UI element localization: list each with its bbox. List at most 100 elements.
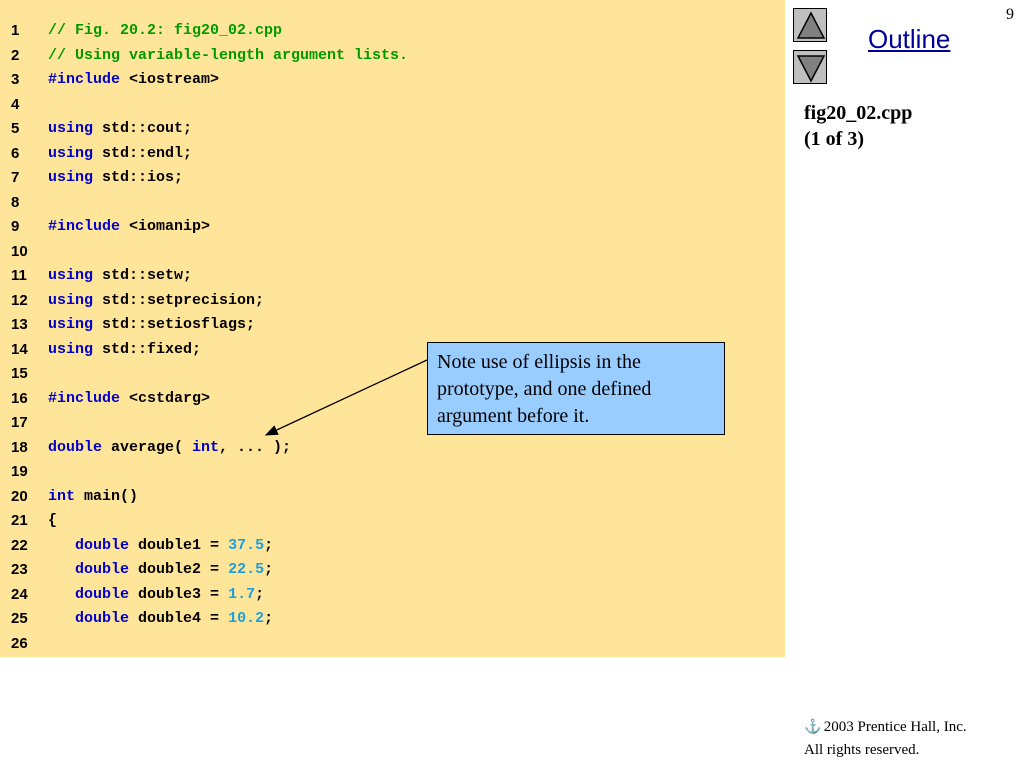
code-token-num: 1.7 bbox=[228, 585, 256, 603]
footer: ⚓ 2003 Prentice Hall, Inc. All rights re… bbox=[804, 716, 967, 761]
code-token-kw: using bbox=[48, 144, 94, 162]
code-token-plain: average( bbox=[102, 438, 193, 456]
copyright-icon: ⚓ bbox=[804, 720, 822, 735]
code-text: double double3 = 1.7; bbox=[48, 583, 264, 607]
code-token-plain: <cstdarg> bbox=[120, 389, 211, 407]
code-token-plain bbox=[48, 586, 75, 603]
line-number: 13 bbox=[11, 316, 28, 333]
code-text: { bbox=[48, 509, 57, 533]
code-token-plain: double3 = bbox=[129, 585, 229, 603]
line-number: 18 bbox=[11, 438, 28, 456]
code-line: 9 #include <iomanip> bbox=[0, 215, 785, 239]
line-number: 10 bbox=[11, 242, 28, 260]
code-token-plain: double2 = bbox=[129, 561, 229, 578]
code-token-plain: double4 = bbox=[129, 610, 229, 627]
code-line: 21 { bbox=[0, 509, 785, 533]
outline-link[interactable]: Outline bbox=[868, 24, 951, 54]
code-token-kw: using bbox=[48, 267, 94, 284]
line-number: 15 bbox=[11, 365, 28, 382]
code-token-kw: double bbox=[75, 561, 130, 578]
code-token-kw: double bbox=[75, 536, 130, 554]
code-token-plain: std::setprecision; bbox=[93, 291, 265, 309]
code-token-plain bbox=[48, 537, 75, 554]
code-text: #include <iomanip> bbox=[48, 215, 210, 239]
code-token-plain: std::fixed; bbox=[93, 340, 202, 358]
code-text: using std::endl; bbox=[48, 142, 192, 166]
line-number: 7 bbox=[11, 169, 20, 186]
line-number: 20 bbox=[11, 487, 28, 505]
line-number: 16 bbox=[11, 389, 28, 407]
code-line: 10 bbox=[0, 240, 785, 264]
code-token-plain: , ... ); bbox=[219, 438, 292, 456]
code-token-plain: std::setiosflags; bbox=[93, 316, 256, 333]
code-line: 18 double average( int, ... ); bbox=[0, 436, 785, 460]
code-text: double double4 = 10.2; bbox=[48, 607, 273, 631]
callout-note: Note use of ellipsis in the prototype, a… bbox=[427, 342, 725, 435]
code-token-plain: std::setw; bbox=[93, 267, 193, 284]
copyright-text: 2003 Prentice Hall, Inc. bbox=[823, 719, 967, 735]
line-number: 23 bbox=[11, 561, 28, 578]
rights-text: All rights reserved. bbox=[804, 742, 920, 758]
code-token-plain: <iomanip> bbox=[120, 218, 211, 235]
code-line: 26 bbox=[0, 632, 785, 656]
code-line: 4 bbox=[0, 93, 785, 117]
code-text: using std::setiosflags; bbox=[48, 313, 255, 337]
code-line: 3 #include <iostream> bbox=[0, 68, 785, 92]
code-line: 22 double double1 = 37.5; bbox=[0, 534, 785, 558]
code-token-plain bbox=[48, 610, 75, 627]
code-token-plain: main() bbox=[75, 487, 139, 505]
code-line: 17 bbox=[0, 411, 785, 435]
code-token-plain: ; bbox=[264, 561, 274, 578]
code-line: 24 double double3 = 1.7; bbox=[0, 583, 785, 607]
code-token-kw: using bbox=[48, 169, 94, 186]
code-token-kw: using bbox=[48, 316, 94, 333]
file-name: fig20_02.cpp bbox=[804, 102, 913, 124]
code-text: #include <iostream> bbox=[48, 68, 219, 92]
code-token-kw: #include bbox=[48, 218, 121, 235]
code-token-comment: // Fig. 20.2: fig20_02.cpp bbox=[48, 22, 283, 39]
line-number: 5 bbox=[11, 120, 20, 137]
code-text: #include <cstdarg> bbox=[48, 387, 210, 411]
code-text: using std::setprecision; bbox=[48, 289, 264, 313]
line-number: 21 bbox=[11, 512, 28, 529]
code-line: 1 // Fig. 20.2: fig20_02.cpp bbox=[0, 19, 785, 43]
code-token-num: 22.5 bbox=[228, 561, 265, 578]
code-token-plain: { bbox=[48, 512, 58, 529]
previous-slide-button[interactable] bbox=[793, 8, 827, 42]
line-number: 11 bbox=[11, 267, 27, 284]
line-number: 22 bbox=[11, 536, 28, 554]
triangle-up-icon bbox=[796, 11, 826, 39]
line-number: 24 bbox=[11, 585, 28, 603]
code-line: 25 double double4 = 10.2; bbox=[0, 607, 785, 631]
code-token-num: 10.2 bbox=[228, 610, 265, 627]
code-line: 16 #include <cstdarg> bbox=[0, 387, 785, 411]
code-token-kw: #include bbox=[48, 71, 121, 88]
code-listing: 1 // Fig. 20.2: fig20_02.cpp 2// Using var… bbox=[0, 0, 785, 657]
next-slide-button[interactable] bbox=[793, 50, 827, 84]
line-number: 3 bbox=[11, 71, 20, 88]
code-line: 20 int main() bbox=[0, 485, 785, 509]
code-token-plain: ; bbox=[264, 536, 274, 554]
line-number: 12 bbox=[11, 291, 28, 309]
code-token-kw: using bbox=[48, 340, 94, 358]
code-text: double average( int, ... ); bbox=[48, 436, 291, 460]
line-number: 19 bbox=[11, 463, 28, 480]
code-text: double double2 = 22.5; bbox=[48, 558, 273, 582]
line-number: 9 bbox=[11, 218, 20, 235]
code-token-plain: ; bbox=[264, 610, 274, 627]
code-line: 2// Using variable-length argument lists… bbox=[0, 44, 785, 68]
line-number: 6 bbox=[11, 144, 20, 162]
code-line: 11 using std::setw; bbox=[0, 264, 785, 288]
code-token-num: 37.5 bbox=[228, 536, 265, 554]
file-part: (1 of 3) bbox=[804, 128, 864, 150]
code-token-kw: double bbox=[75, 585, 130, 603]
code-token-kw: double bbox=[48, 438, 103, 456]
code-text: // Fig. 20.2: fig20_02.cpp bbox=[48, 19, 282, 43]
file-label: fig20_02.cpp (1 of 3) bbox=[804, 100, 912, 152]
code-token-kw: double bbox=[75, 610, 130, 627]
line-number: 1 bbox=[11, 22, 20, 39]
code-token-kw: int bbox=[48, 487, 76, 505]
